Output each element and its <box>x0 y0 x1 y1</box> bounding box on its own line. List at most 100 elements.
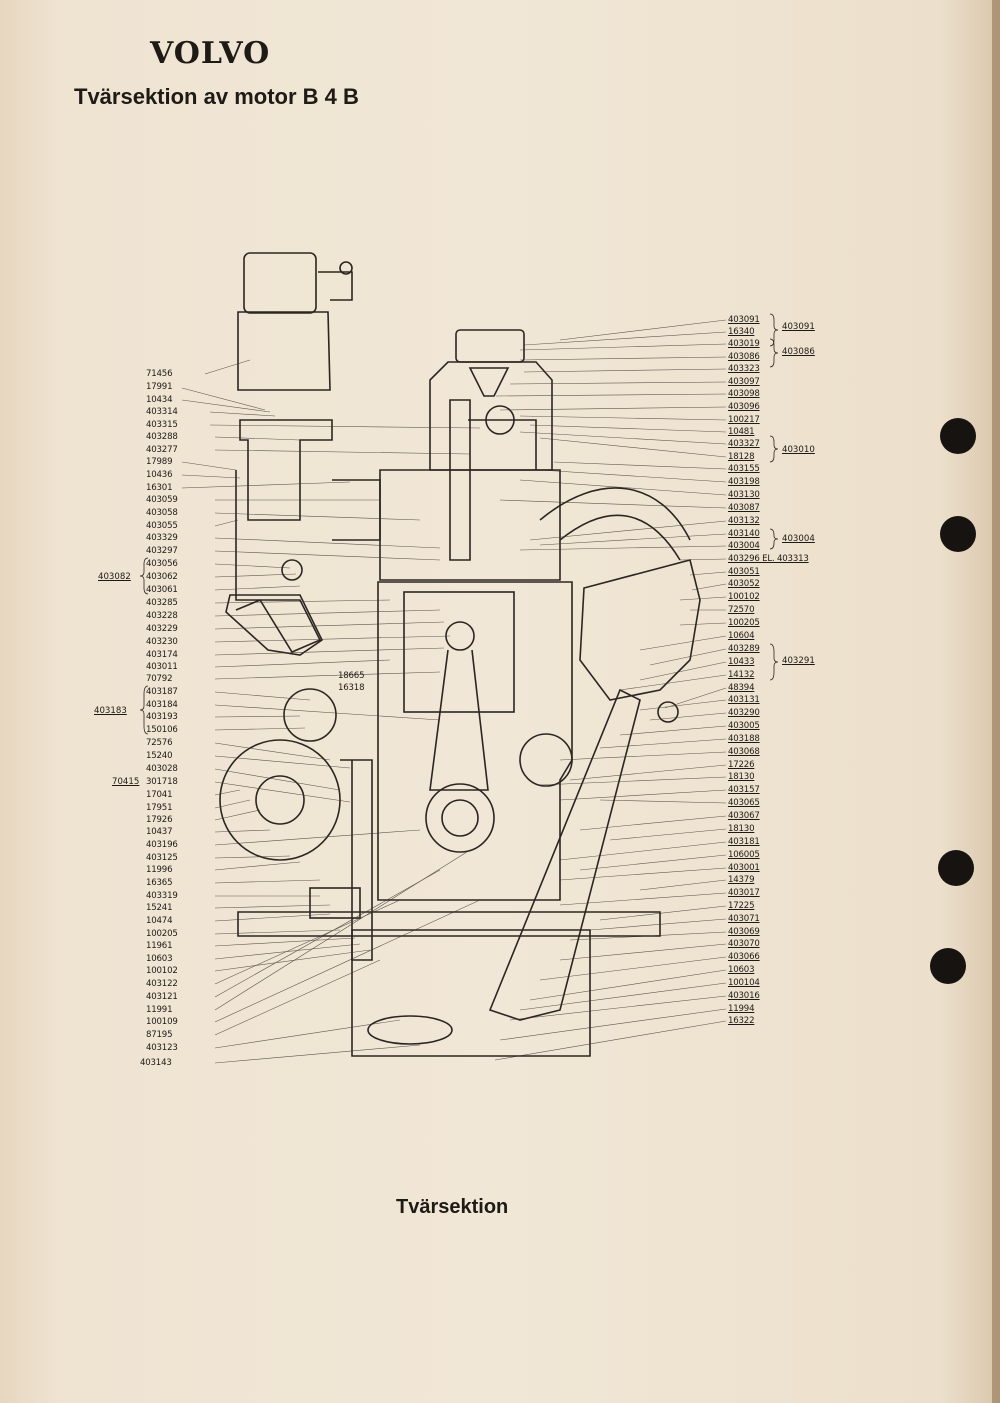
part-label: 17951 <box>146 803 173 813</box>
part-label: 106005 <box>728 850 760 860</box>
part-label: 403005 <box>728 721 760 731</box>
page-title: Tvärsektion av motor B 4 B <box>74 84 359 109</box>
exhaust-manifold <box>225 594 324 656</box>
oil-pump-strainer <box>367 1015 453 1045</box>
generator <box>219 739 341 861</box>
punch-hole <box>940 418 976 454</box>
part-label: 14379 <box>728 875 755 885</box>
part-label: 403123 <box>146 1043 178 1053</box>
part-label: 403059 <box>146 495 178 505</box>
part-label: 403001 <box>728 863 760 873</box>
part-label: 403058 <box>146 508 178 518</box>
part-label: 10603 <box>728 965 755 975</box>
part-label: 17225 <box>728 901 755 911</box>
part-label: 403096 <box>728 402 760 412</box>
figure-caption: Tvärsektion <box>396 1196 509 1218</box>
part-label: 403288 <box>146 432 178 442</box>
part-label: 403277 <box>146 445 178 455</box>
part-label: 403004 <box>728 541 760 551</box>
part-label: 10603 <box>146 954 173 964</box>
group-label: 403086 <box>782 347 815 357</box>
part-label: 403019 <box>728 339 760 349</box>
part-label: 16301 <box>146 483 173 493</box>
part-label: 403155 <box>728 464 760 474</box>
brand-logo: VOLVO <box>150 36 271 71</box>
punch-hole <box>930 948 966 984</box>
part-label: 403327 <box>728 439 760 449</box>
part-label: 403056 <box>146 559 178 569</box>
carburettor-float-bowl <box>243 252 317 314</box>
part-label: 403071 <box>728 914 760 924</box>
part-label: 18130 <box>728 772 755 782</box>
part-label: 403140 <box>728 529 760 539</box>
oil-filler-cap <box>455 329 525 363</box>
part-label: 403188 <box>728 734 760 744</box>
part-label: 403228 <box>146 611 178 621</box>
part-label: 16322 <box>728 1016 755 1026</box>
part-label: 403289 <box>728 644 760 654</box>
piston <box>403 591 515 713</box>
part-label: 403329 <box>146 533 178 543</box>
part-label: 403196 <box>146 840 178 850</box>
part-label: 10433 <box>728 657 755 667</box>
group-label: 403010 <box>782 445 815 455</box>
part-label: 10434 <box>146 395 173 405</box>
part-label: 70792 <box>146 674 173 684</box>
part-label: 403055 <box>146 521 178 531</box>
part-label: 10481 <box>728 427 755 437</box>
distributor-shaft <box>488 688 641 1021</box>
part-label: 16318 <box>338 683 365 693</box>
punch-hole <box>938 850 974 886</box>
part-label: 72570 <box>728 605 755 615</box>
part-label: 403087 <box>728 503 760 513</box>
part-label: 100205 <box>146 929 178 939</box>
part-label: 403011 <box>146 662 178 672</box>
part-label: 403098 <box>728 389 760 399</box>
part-label: 15240 <box>146 751 173 761</box>
part-label: 301718 <box>146 777 178 787</box>
part-label: 72576 <box>146 738 173 748</box>
part-label: 403290 <box>728 708 760 718</box>
part-label: 403097 <box>728 377 760 387</box>
group-label: 403082 <box>98 572 131 582</box>
part-label: 100205 <box>728 618 760 628</box>
part-label: 403052 <box>728 579 760 589</box>
group-label: 403291 <box>782 656 815 666</box>
part-label: 403130 <box>728 490 760 500</box>
crankshaft-journal <box>425 783 495 853</box>
part-label: 403062 <box>146 572 178 582</box>
part-label: 17226 <box>728 760 755 770</box>
part-label: 403017 <box>728 888 760 898</box>
carburettor-body <box>237 311 331 391</box>
part-label: 17926 <box>146 815 173 825</box>
part-label: 10604 <box>728 631 755 641</box>
part-label: 11961 <box>146 941 173 951</box>
part-label: 17989 <box>146 457 173 467</box>
part-label: 100102 <box>728 592 760 602</box>
part-label: 403187 <box>146 687 178 697</box>
part-label: 403230 <box>146 637 178 647</box>
part-label: 403066 <box>728 952 760 962</box>
part-label: 18130 <box>728 824 755 834</box>
part-label: 10437 <box>146 827 173 837</box>
part-label: 403198 <box>728 477 760 487</box>
camshaft <box>519 733 573 787</box>
part-label: 403122 <box>146 979 178 989</box>
part-label: 403174 <box>146 650 178 660</box>
page-edge <box>992 0 1000 1403</box>
punch-hole <box>940 516 976 552</box>
part-label: 403297 <box>146 546 178 556</box>
part-label: 403285 <box>146 598 178 608</box>
part-label: 403121 <box>146 992 178 1002</box>
part-label: 403061 <box>146 585 178 595</box>
cylinder-head <box>379 469 561 581</box>
group-label: 403004 <box>782 534 815 544</box>
part-label: 403068 <box>728 747 760 757</box>
group-label: 70415 <box>112 777 140 787</box>
part-label: 403314 <box>146 407 178 417</box>
part-label: 403157 <box>728 785 760 795</box>
part-label: 403125 <box>146 853 178 863</box>
part-label: 71456 <box>146 369 173 379</box>
